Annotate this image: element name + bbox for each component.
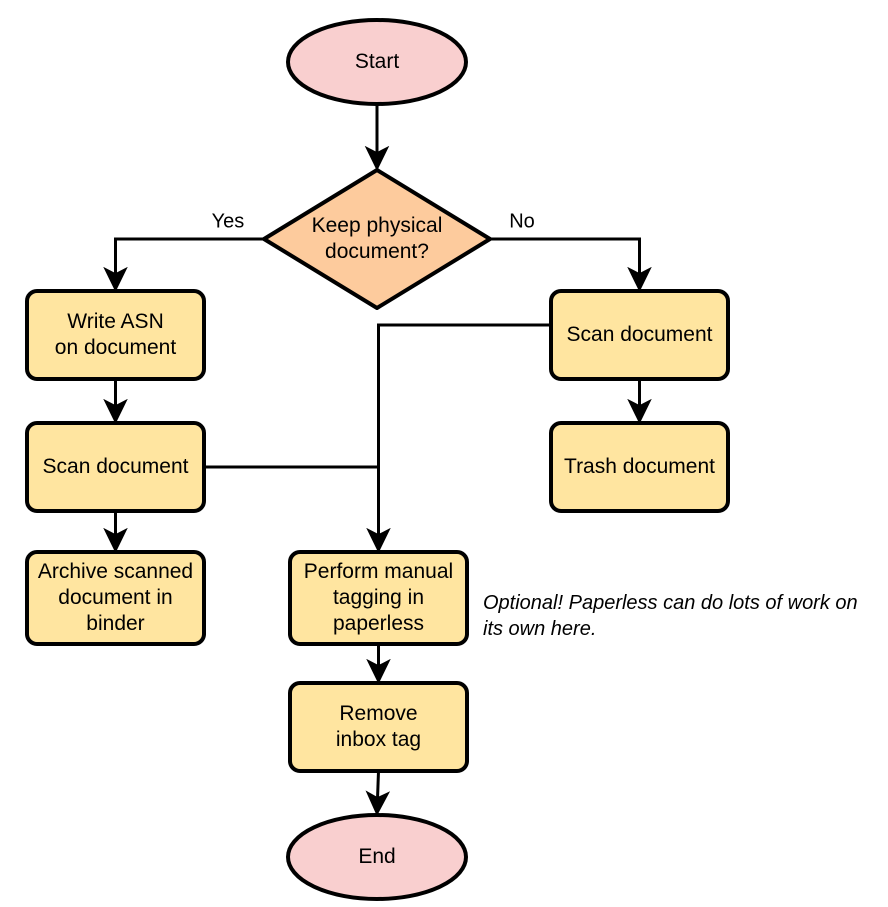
edge-label-decision-no-to-scan-right: No — [509, 210, 535, 232]
node-shape-rect — [549, 421, 730, 513]
node-label-trash-document: Trash document — [564, 455, 715, 478]
node-shape-diamond — [262, 168, 492, 310]
node-label-start: Start — [355, 50, 400, 73]
node-shape-rect — [288, 550, 469, 646]
node-label-scan-document-left: Scan document — [43, 455, 189, 478]
node-shape-rect — [549, 289, 730, 381]
edges-layer — [103, 104, 652, 816]
annotations-layer: Optional! Paperless can do lots of work … — [483, 592, 858, 640]
edge-labels-layer: Yes No — [212, 210, 535, 232]
node-shape-rect — [288, 681, 469, 773]
edge-decision-no-to-scan-right — [490, 237, 652, 292]
node-label-scan-document-right: Scan document — [567, 323, 713, 346]
node-trash-document[interactable]: Trash document — [549, 421, 730, 513]
node-scan-document-right[interactable]: Scan document — [549, 289, 730, 381]
edge-scan-right-to-manual-tagging — [366, 323, 551, 553]
edge-decision-yes-to-write-asn — [103, 237, 264, 292]
node-label-end: End — [358, 845, 395, 868]
edge-remove-inbox-to-end — [365, 770, 391, 816]
node-shape-rect — [25, 421, 206, 513]
node-shape-ellipse — [286, 18, 468, 106]
node-scan-document-left[interactable]: Scan document — [25, 421, 206, 513]
node-start[interactable]: Start — [286, 18, 468, 106]
node-end[interactable]: End — [286, 813, 468, 901]
node-shape-ellipse — [286, 813, 468, 901]
annotation-optional-note: Optional! Paperless can do lots of work … — [483, 592, 858, 640]
node-shape-rect — [25, 289, 206, 381]
node-shape-rect — [25, 550, 206, 646]
edge-label-decision-yes-to-write-asn: Yes — [212, 210, 245, 232]
